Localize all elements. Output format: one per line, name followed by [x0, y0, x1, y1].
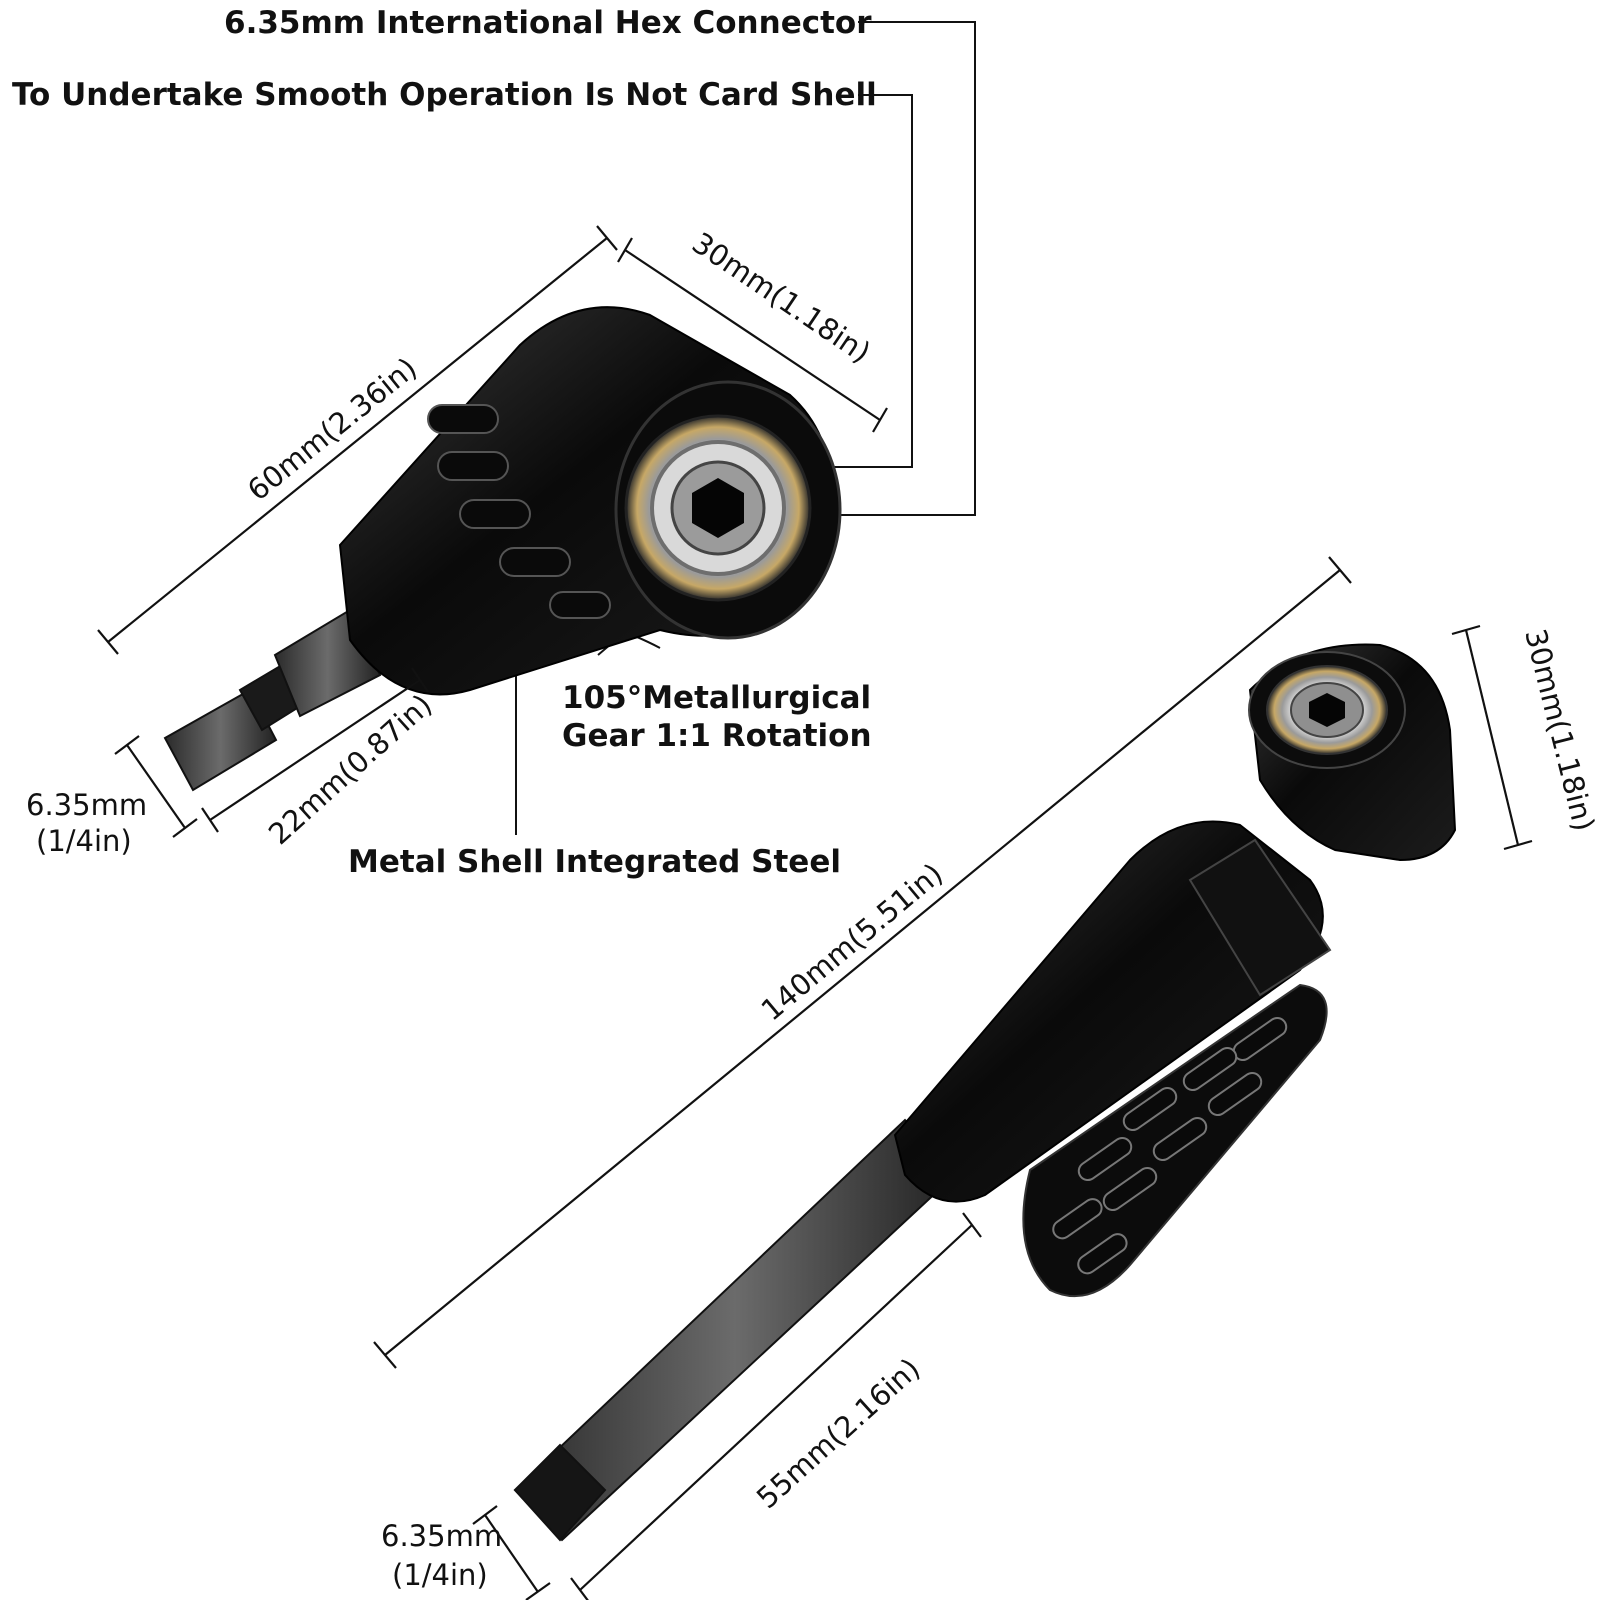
- smooth-operation-label: To Undertake Smooth Operation Is Not Car…: [12, 77, 877, 113]
- gear-label-line1: 105°Metallurgical: [562, 680, 871, 716]
- small-hex-socket: [692, 478, 744, 538]
- metal-shell-label: Metal Shell Integrated Steel: [348, 844, 841, 880]
- small-angle-adapter: [163, 306, 842, 792]
- hex-connector-label: 6.35mm International Hex Connector: [224, 5, 872, 41]
- long-head-dimension: 30mm(1.18in): [1518, 625, 1600, 834]
- long-hex-socket: [1309, 693, 1345, 727]
- small-hex-dimension-line1: 6.35mm: [26, 788, 147, 822]
- long-hex-tip: [513, 1443, 607, 1542]
- long-grip-slots: [1052, 1016, 1288, 1275]
- small-gear-ribs: [427, 404, 611, 619]
- smooth-operation-leader: [798, 94, 913, 468]
- gear-label-line2: Gear 1:1 Rotation: [562, 718, 872, 754]
- hex-connector-leader: [812, 21, 976, 516]
- small-hex-shank: [163, 688, 278, 792]
- long-collar: [1188, 838, 1332, 997]
- dimension-lines: [97, 225, 1533, 1600]
- long-angle-adapter: [513, 643, 1457, 1542]
- long-hex-dimension-line1: 6.35mm: [381, 1519, 502, 1553]
- long-hex-dimension-line2: (1/4in): [392, 1558, 488, 1592]
- long-length-dimension: 140mm(5.51in): [755, 856, 950, 1027]
- long-shank-dimension: 55mm(2.16in): [750, 1351, 927, 1515]
- small-hex-dimension-line2: (1/4in): [36, 824, 132, 858]
- small-head-dimension: 30mm(1.18in): [686, 226, 877, 370]
